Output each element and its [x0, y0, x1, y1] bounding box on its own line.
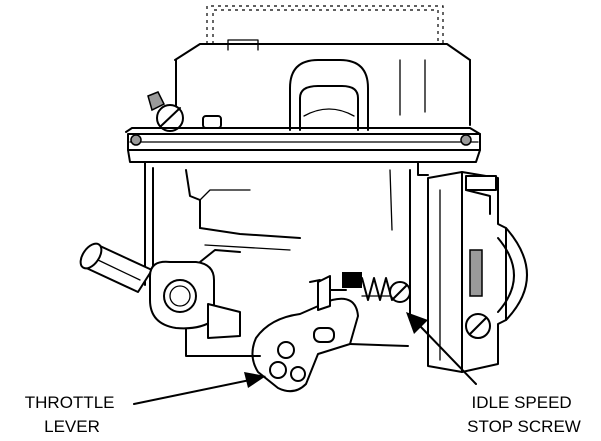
flange-band	[125, 127, 481, 163]
air-horn-top	[174, 5, 471, 126]
fuel-inlet	[79, 242, 153, 293]
throttle-lever	[207, 297, 409, 393]
throttle-shaft-boss	[149, 249, 241, 330]
choke-housing	[427, 171, 528, 373]
main-body	[144, 161, 429, 357]
throttle-lever-label: THROTTLE LEVER	[25, 393, 119, 436]
idle-speed-stop-screw-label-line2: STOP SCREW	[467, 417, 581, 436]
throttle-lever-label-line1: THROTTLE	[25, 393, 115, 412]
idle-stop-screw-leader	[406, 312, 477, 385]
vent-tab	[289, 59, 369, 131]
idle-stop-screw	[309, 272, 411, 311]
top-screw-left	[147, 91, 222, 132]
throttle-lever-label-line2: LEVER	[44, 417, 100, 436]
idle-speed-stop-screw-label: IDLE SPEED STOP SCREW	[467, 393, 581, 436]
throttle-lever-leader	[133, 372, 266, 405]
idle-speed-stop-screw-label-line1: IDLE SPEED	[472, 393, 572, 412]
